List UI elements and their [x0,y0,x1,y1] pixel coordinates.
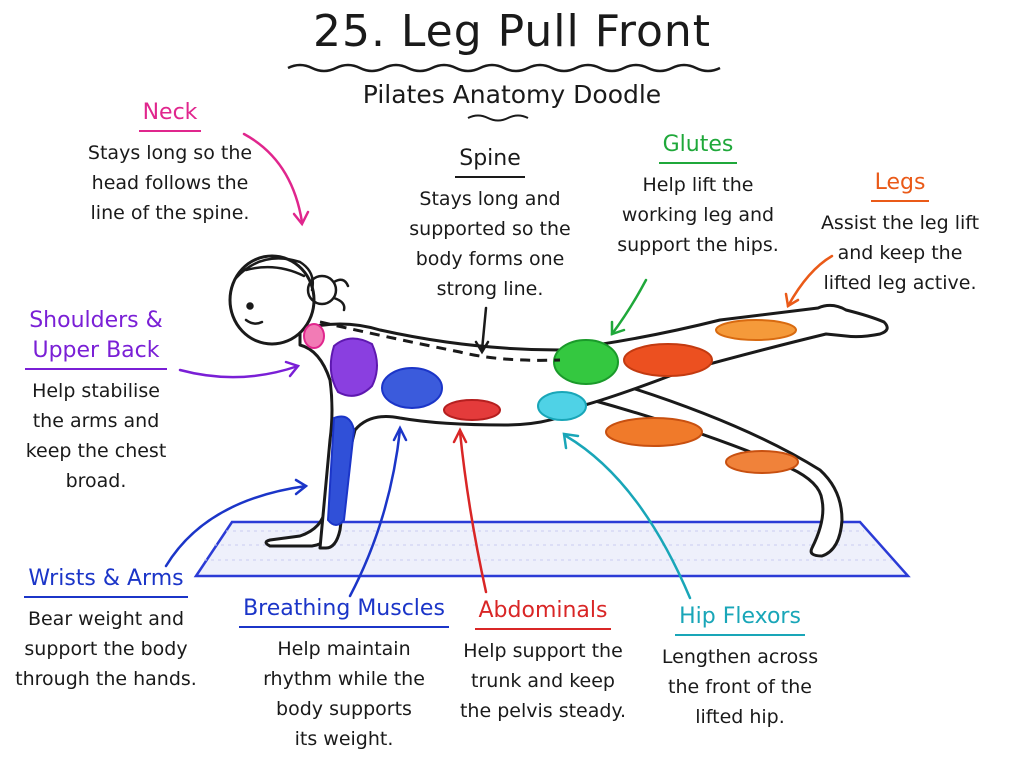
muscle-glutes [553,339,619,385]
label-spine-text: Stays long and supported so the body for… [409,188,571,300]
subtitle-underline [467,114,529,122]
annotation-arrows [164,132,834,600]
label-glutes-text: Help lift the working leg and support th… [617,174,779,256]
spine-line [319,320,561,362]
muscle-thigh-lower [605,417,703,447]
arrow-spine [480,306,488,352]
muscle-calf-lifted [715,319,797,341]
arrow-abdominals [458,430,488,594]
exercise-mat [193,520,911,578]
page-title: 25. Leg Pull Front [312,6,712,57]
muscle-calf-lower [725,450,799,474]
label-breathing: Breathing Muscles Help maintain rhythm w… [234,594,454,754]
label-shoulders: Shoulders & Upper Back Help stabilise th… [6,306,186,496]
label-glutes-heading: Glutes [658,130,738,164]
label-wrists: Wrists & Arms Bear weight and support th… [8,564,204,694]
label-shoulders-text: Help stabilise the arms and keep the che… [25,380,167,492]
muscle-neck [303,323,325,349]
label-neck: Neck Stays long so the head follows the … [70,98,270,228]
label-hip-flexors-heading: Hip Flexors [675,602,805,636]
arrow-neck [242,132,304,224]
label-abdominals-text: Help support the trunk and keep the pelv… [459,640,627,722]
muscle-shoulders [329,337,378,397]
label-wrists-heading: Wrists & Arms [24,564,188,598]
page-subtitle: Pilates Anatomy Doodle [362,80,662,109]
label-legs: Legs Assist the leg lift and keep the li… [800,168,1000,298]
label-abdominals: Abdominals Help support the trunk and ke… [448,596,638,726]
label-hip-flexors: Hip Flexors Lengthen across the front of… [640,602,840,732]
arrow-wrists [164,484,308,568]
label-neck-heading: Neck [138,98,202,132]
arrow-shoulders [178,364,300,379]
title-underline [287,63,721,73]
label-breathing-heading: Breathing Muscles [239,594,449,628]
muscle-hamstring [623,343,713,377]
muscle-abdominals [443,399,501,421]
label-legs-heading: Legs [870,168,930,202]
label-neck-text: Stays long so the head follows the line … [87,142,253,224]
muscle-highlights [303,319,799,526]
label-wrists-text: Bear weight and support the body through… [15,608,197,690]
arrow-hip-flexors [564,434,692,600]
arrow-glutes [610,278,648,336]
label-abdominals-heading: Abdominals [474,596,612,630]
label-glutes: Glutes Help lift the working leg and sup… [598,130,798,260]
muscle-breathing [381,367,443,409]
arrow-legs [786,254,834,308]
muscle-hip-flexors [537,391,587,421]
label-hip-flexors-text: Lengthen across the front of the lifted … [661,646,819,728]
label-breathing-text: Help maintain rhythm while the body supp… [263,638,425,750]
label-spine-heading: Spine [455,144,525,178]
label-legs-text: Assist the leg lift and keep the lifted … [820,212,980,294]
arrow-breathing [348,428,402,598]
muscle-arm [326,415,356,526]
label-shoulders-heading: Shoulders & Upper Back [25,306,167,370]
label-spine: Spine Stays long and supported so the bo… [390,144,590,304]
head-details [234,257,350,325]
